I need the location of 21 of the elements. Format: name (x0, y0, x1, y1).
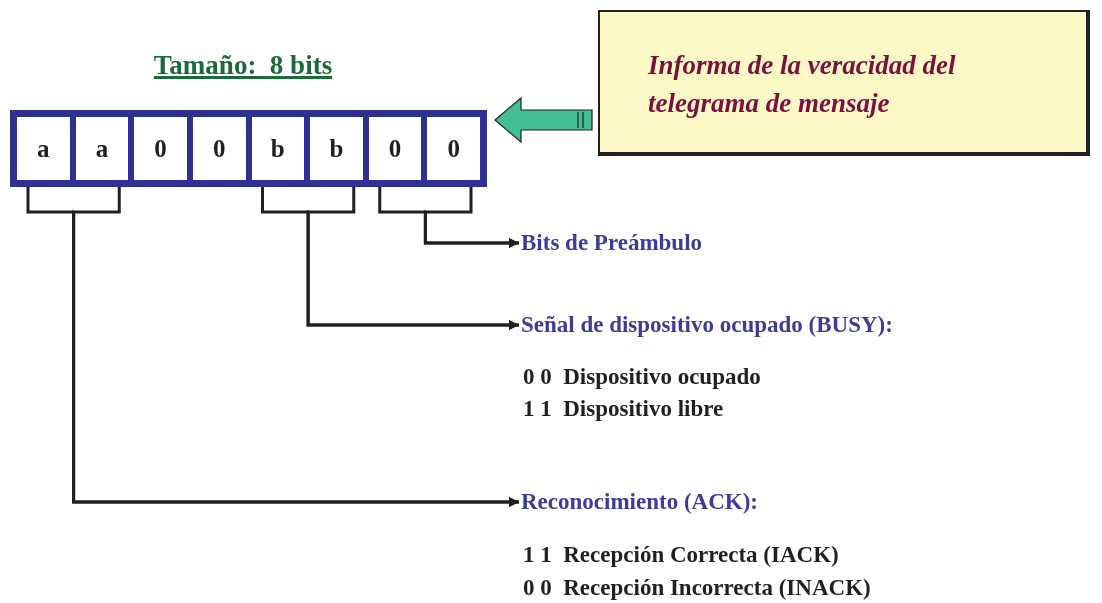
diagram-title: Tamaño: 8 bits (152, 50, 334, 81)
bit-cell: b (307, 114, 366, 183)
bit-cell: 0 (189, 114, 249, 183)
note-box (598, 10, 1090, 156)
register-frame (10, 110, 487, 187)
value-description: 1 1 Dispositivo libre (523, 395, 724, 423)
bit-cell: 0 (365, 114, 425, 183)
field-label: Reconocimiento (ACK): (521, 487, 758, 517)
connector-arrow (423, 187, 519, 248)
field-label: Bits de Preámbulo (521, 228, 703, 258)
bit-cell: a (72, 114, 132, 183)
bit-cell: a (14, 114, 73, 183)
value-description: 1 1 Recepción Correcta (IACK) (523, 541, 839, 569)
bit-cell: 0 (131, 114, 190, 183)
connector-arrow (306, 187, 519, 330)
bit-cell: 0 (424, 114, 483, 183)
field-label: Señal de dispositivo ocupado (BUSY): (521, 310, 893, 340)
value-description: 0 0 Recepción Incorrecta (INACK) (523, 574, 871, 602)
note-text: Informa de la veracidad del telegrama de mensaje (648, 49, 957, 120)
value-description: 0 0 Dispositivo ocupado (523, 363, 761, 391)
bit-cell: b (248, 114, 308, 183)
